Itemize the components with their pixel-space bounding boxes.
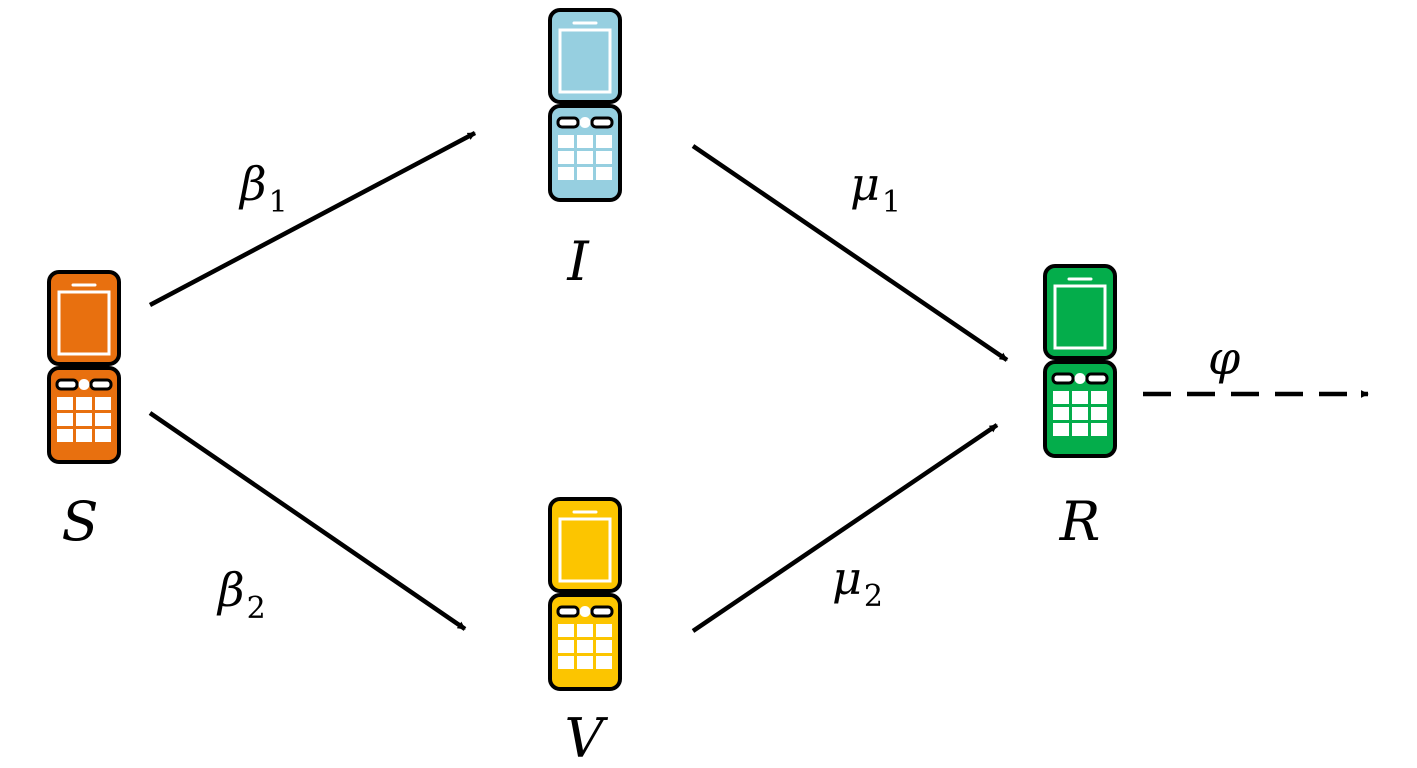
rate-label-V-R: μ2 [832, 551, 883, 614]
arrow-S-to-V [148, 411, 467, 631]
phone-S-icon [47, 270, 121, 464]
rate-label-S-V: β2 [216, 563, 266, 626]
phone-I-icon [548, 8, 622, 202]
phone-R-icon [1043, 264, 1117, 458]
arrow-V-to-R [691, 423, 999, 633]
rate-label-I-R: μ1 [850, 157, 901, 220]
node-label-I: I [566, 230, 590, 293]
rate-label-R-out: φ [1208, 331, 1241, 385]
arrow-I-to-R [691, 144, 1009, 362]
node-label-V: V [565, 707, 609, 768]
node-label-R: R [1059, 490, 1101, 553]
arrow-S-to-I [148, 131, 477, 307]
node-label-S: S [62, 490, 99, 553]
rate-label-S-I: β1 [238, 157, 288, 220]
phone-V-icon [548, 497, 622, 691]
